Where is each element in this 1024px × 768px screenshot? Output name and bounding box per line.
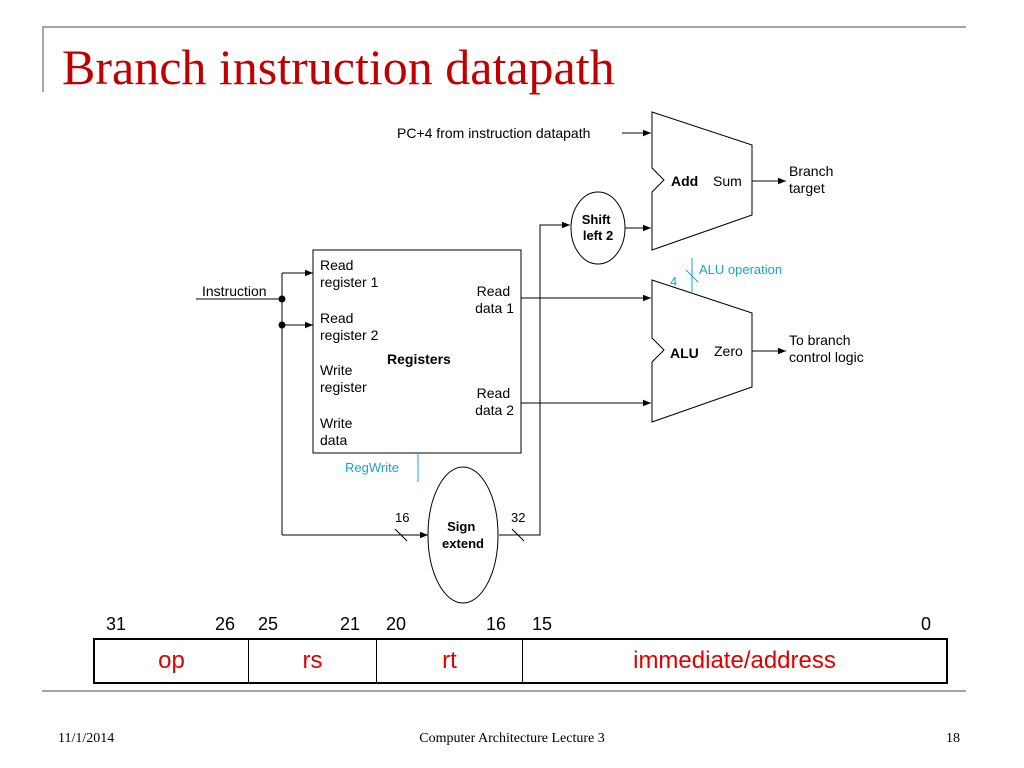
- bit-26: 26: [215, 614, 236, 634]
- bit-20: 20: [386, 614, 407, 634]
- slide-frame-top: [42, 26, 966, 28]
- input-bits-label: 16: [395, 510, 409, 525]
- field-rs: rs: [249, 640, 377, 682]
- field-immediate: immediate/address: [633, 647, 836, 674]
- read-register-1-label: Read register 1: [320, 257, 379, 290]
- read-data-2-label: Read data 2: [475, 385, 514, 418]
- branch-target-label: Branch target: [789, 163, 837, 196]
- bit-16: 16: [486, 614, 507, 634]
- sign-extend-unit: [427, 466, 499, 604]
- field-rt: rt: [377, 640, 523, 682]
- read-data-1-label: Read data 1: [475, 283, 514, 316]
- pc-plus4-label: PC+4 from instruction datapath: [397, 125, 590, 141]
- bit-25: 25: [258, 614, 279, 634]
- alu-operation-bus-slash: [685, 269, 699, 283]
- alu-shape: [651, 279, 753, 423]
- field-op: op: [95, 640, 249, 682]
- bit-31: 31: [106, 614, 127, 634]
- write-data-label: Write data: [320, 415, 356, 448]
- instruction-label: Instruction: [202, 283, 267, 299]
- alu-op-bits-label: 4: [670, 274, 677, 289]
- adder-sum-label: Sum: [713, 173, 742, 189]
- adder-shape: [651, 111, 753, 251]
- regwrite-label: RegWrite: [345, 460, 399, 475]
- footer-date: 11/1/2014: [58, 731, 115, 746]
- alu-label: ALU: [670, 345, 699, 361]
- registers-title: Registers: [387, 351, 451, 367]
- output-bits-label: 32: [511, 510, 525, 525]
- bit-21: 21: [340, 614, 361, 634]
- slide-frame-bottom: [42, 690, 966, 692]
- alu-operation-label: ALU operation: [699, 262, 782, 277]
- shift-left-2-label: Shift left 2: [582, 212, 615, 243]
- bit-0: 0: [921, 614, 932, 634]
- slide-frame-left: [42, 26, 44, 92]
- alu-zero-label: Zero: [714, 343, 743, 359]
- footer-title: Computer Architecture Lecture 3: [419, 731, 605, 746]
- write-register-label: Write register: [320, 362, 367, 395]
- read-register-2-label: Read register 2: [320, 310, 379, 343]
- bit-15: 15: [532, 614, 553, 634]
- footer-page-number: 18: [946, 731, 960, 746]
- to-branch-label: To branch control logic: [789, 332, 864, 365]
- instruction-format-table: op rs rt immediate/address: [93, 638, 948, 684]
- slide-title: Branch instruction datapath: [62, 39, 615, 95]
- adder-label: Add: [671, 173, 698, 189]
- sign-extend-to-shift-wire: [499, 221, 570, 536]
- datapath-diagram: Add Sum PC+4 from instruction datapath B…: [196, 111, 864, 604]
- junction-dot: [278, 295, 286, 303]
- sign-extend-label: Sign extend: [442, 519, 484, 551]
- input-bus-slash: [394, 528, 408, 542]
- output-bus-slash: [511, 528, 525, 542]
- register-file: [312, 249, 522, 454]
